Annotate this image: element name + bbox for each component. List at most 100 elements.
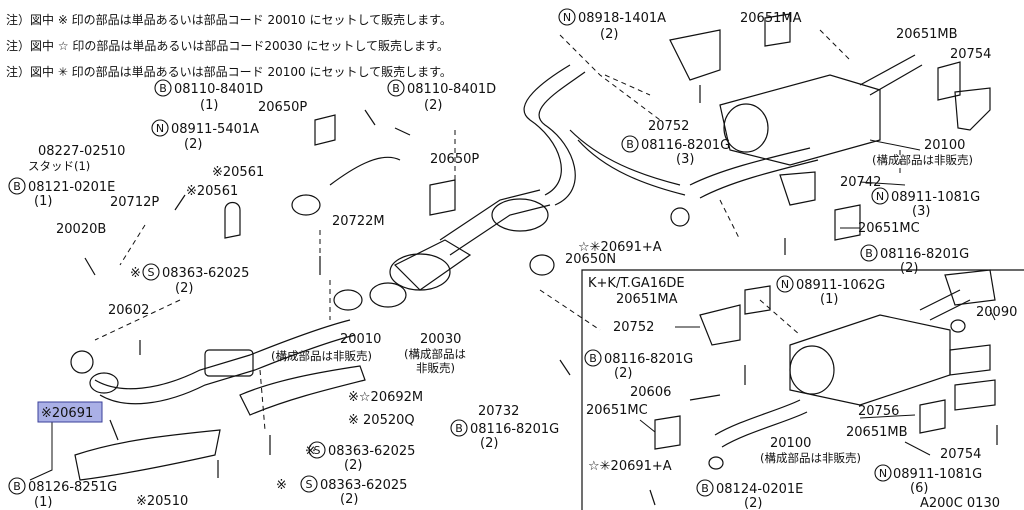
badge-b-2: B [392, 82, 400, 95]
label-20651MC-inset: 20651MC [586, 403, 648, 418]
part-labels: 08918-1401A (2) 20651MA 20651MB 20754 08… [28, 11, 1017, 419]
label-08121-0201E: 08121-0201E [28, 180, 115, 195]
label-08116-8201G-mid: 08116-8201G [880, 247, 969, 262]
label-20100-inset-sub: (構成部品は非販売) [760, 451, 861, 465]
badge-n-4: N [781, 278, 789, 291]
label-20561-a: ※20561 [212, 165, 264, 180]
label-20650P-b: 20650P [430, 152, 479, 167]
label-qty: (2) [175, 281, 193, 296]
label-20692M: ※☆20692M [348, 390, 423, 405]
note-1: 注）図中 ※ 印の部品は単品あるいは部品コード 20010 にセットして販売しま… [6, 12, 452, 27]
label-08911-1062G: 08911-1062G [796, 278, 885, 293]
inset-frame [581, 269, 1024, 510]
label-08110-8401D-left: 08110-8401D [174, 82, 263, 97]
label-20090: 20090 [976, 305, 1017, 320]
label-20606: 20606 [630, 385, 671, 400]
label-qty: (1) [200, 98, 218, 113]
label-20691-highlight: ※20691 [41, 406, 93, 421]
label-20010: 20010 [340, 332, 381, 347]
label-20020B: 20020B [56, 222, 106, 237]
label-20561-b: ※20561 [186, 184, 238, 199]
label-08911-1081G-inset: 08911-1081G [893, 467, 982, 482]
label-qty: (1) [34, 495, 52, 510]
main-drawing [70, 13, 998, 506]
label-20030: 20030 [420, 332, 461, 347]
label-08116-8201G-top: 08116-8201G [641, 138, 730, 153]
solid-leaders [29, 139, 996, 481]
label-20691A-top: ☆✳20691+A [578, 240, 662, 255]
label-20010-sub: (構成部品は非販売) [271, 349, 372, 363]
badge-n-5: N [879, 467, 887, 480]
label-08126-8251G: 08126-8251G [28, 480, 117, 495]
label-08116-8201G-bottom: 08116-8201G [470, 422, 559, 437]
label-20756: 20756 [858, 404, 899, 419]
label-qty: (2) [340, 492, 358, 507]
label-qty: (2) [480, 436, 498, 451]
label-qty: (2) [900, 261, 918, 276]
label-qty: (2) [614, 366, 632, 381]
label-08227-02510: 08227-02510 [38, 144, 125, 159]
circle-badges [8, 8, 892, 497]
label-20651MA-inset: 20651MA [616, 292, 678, 307]
badge-s-1: S [148, 266, 155, 279]
label-20651MB-top: 20651MB [896, 27, 958, 42]
label-star-c: ※ [276, 478, 287, 493]
circle-letters: N B B N B B N B S N B B S B S B N [13, 11, 887, 495]
badge-b-4: B [13, 180, 21, 193]
label-20650P-a: 20650P [258, 100, 307, 115]
part-labels-lower: 20732 ※ 20520Q 08116-8201G (2) 20651MB 2… [28, 404, 1000, 510]
label-20100-inset: 20100 [770, 436, 811, 451]
badge-s-2: S [314, 444, 321, 457]
label-qty: (1) [820, 292, 838, 307]
label-08918-1401A: 08918-1401A [578, 11, 666, 26]
label-08363-62025-c: 08363-62025 [320, 478, 407, 493]
label-20651MB-inset: 20651MB [846, 425, 908, 440]
label-qty: (2) [184, 137, 202, 152]
label-20510: ※20510 [136, 494, 188, 509]
badge-b-8: B [13, 480, 21, 493]
label-qty: (6) [910, 481, 928, 496]
note-3: 注）図中 ✳ 印の部品は単品あるいは部品コード 20100 にセットして販売しま… [6, 64, 452, 79]
label-20691A-inset: ☆✳20691+A [588, 459, 672, 474]
highlight-box [37, 401, 103, 423]
label-20712P: 20712P [110, 195, 159, 210]
badge-b-3: B [626, 138, 634, 151]
badge-b-6: B [589, 352, 597, 365]
label-20752-inset: 20752 [613, 320, 654, 335]
leader-lines [94, 29, 901, 431]
label-20030-sub-1: (構成部品は [404, 347, 466, 361]
label-qty: (2) [424, 98, 442, 113]
badge-n-2: N [156, 122, 164, 135]
inset-title: K+K/T.GA16DE [588, 276, 685, 291]
label-qty: (2) [600, 27, 618, 42]
label-08363-62025-a: 08363-62025 [162, 266, 249, 281]
label-star-b: ※ [305, 444, 316, 459]
label-qty: (3) [676, 152, 694, 167]
badge-b-7: B [455, 422, 463, 435]
badge-n-1: N [563, 11, 571, 24]
label-20754-top: 20754 [950, 47, 991, 62]
label-20651MC-top: 20651MC [858, 221, 920, 236]
label-08124-0201E: 08124-0201E [716, 482, 803, 497]
label-20100-top: 20100 [924, 138, 965, 153]
label-20030-sub-2: 非販売) [416, 361, 455, 375]
label-star-a: ※ [130, 266, 141, 281]
label-08116-8201G-inset: 08116-8201G [604, 352, 693, 367]
label-qty: (2) [344, 458, 362, 473]
highlighted-part-20691[interactable]: ※20691 [37, 401, 103, 423]
label-08110-8401D-right: 08110-8401D [407, 82, 496, 97]
label-qty: (2) [744, 496, 762, 510]
label-qty: (1) [34, 194, 52, 209]
badge-n-3: N [876, 190, 884, 203]
badge-b-5: B [865, 247, 873, 260]
label-08363-62025-b: 08363-62025 [328, 444, 415, 459]
badge-b-9: B [701, 482, 709, 495]
label-20100-top-sub: (構成部品は非販売) [872, 153, 973, 167]
label-20722M: 20722M [332, 214, 385, 229]
label-20752-top: 20752 [648, 119, 689, 134]
badge-s-3: S [306, 478, 313, 491]
label-20754-inset: 20754 [940, 447, 981, 462]
label-20651MA-top: 20651MA [740, 11, 802, 26]
label-20742: 20742 [840, 175, 881, 190]
